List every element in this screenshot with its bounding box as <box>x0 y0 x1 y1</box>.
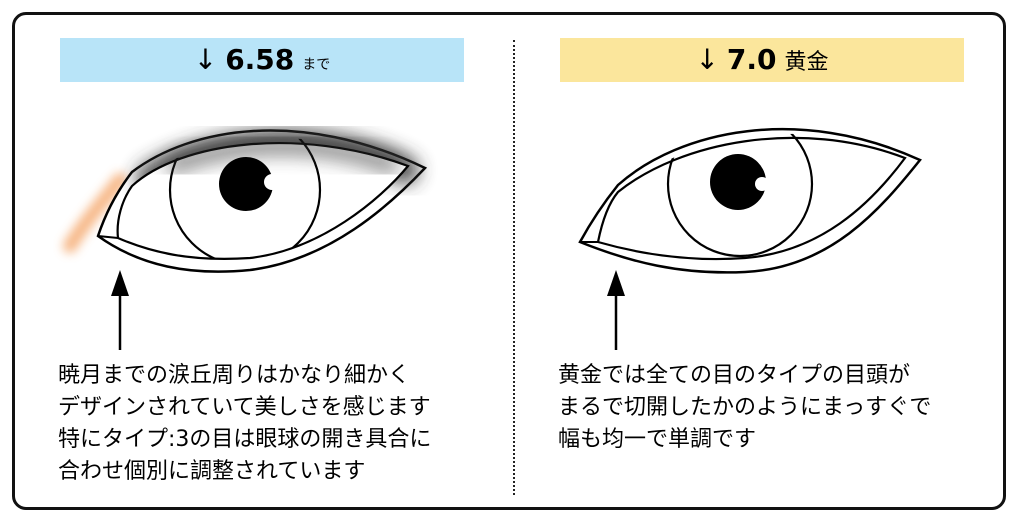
left-pupil <box>219 157 273 211</box>
right-pupil <box>710 154 766 210</box>
pointer-arrow-right <box>607 270 625 350</box>
version-suffix-left: まで <box>302 57 331 73</box>
pointer-arrow-left <box>111 270 129 350</box>
down-arrow-icon: ↓ <box>695 43 719 76</box>
version-suffix-right: 黄金 <box>784 50 829 75</box>
description-line: 特にタイプ:3の目は眼球の開き具合に <box>58 427 432 452</box>
right-eye-illustration <box>578 128 922 274</box>
dotted-divider <box>513 40 515 495</box>
description-line: デザインされていて美しさを感じます <box>58 395 431 420</box>
version-value-left: 6.58 <box>225 43 295 76</box>
description-line: 合わせ個別に調整されています <box>58 459 366 484</box>
description-line: 幅も均一で単調です <box>558 427 757 452</box>
banner-right: ↓ 7.0 黄金 <box>560 38 964 82</box>
left-iris <box>168 138 322 259</box>
tear-duct-tint <box>63 173 127 253</box>
description-line: まるで切開したかのようにまっすぐで <box>558 395 932 420</box>
down-arrow-icon: ↓ <box>193 43 218 76</box>
description-line: 黄金では全ての目のタイプの目頭が <box>558 363 911 388</box>
version-value-right: 7.0 <box>726 43 777 76</box>
right-highlight <box>755 177 769 191</box>
description-line: 暁月までの涙丘周りはかなり細かく <box>58 363 411 388</box>
left-highlight <box>264 174 280 190</box>
description-left: 暁月までの涙丘周りはかなり細かくデザインされていて美しさを感じます特にタイプ:3… <box>58 360 431 488</box>
right-iris <box>666 133 814 258</box>
banner-left: ↓ 6.58 まで <box>60 38 464 82</box>
description-right: 黄金では全ての目のタイプの目頭がまるで切開したかのようにまっすぐで幅も均一で単調… <box>558 360 931 456</box>
left-eye-illustration <box>63 129 428 273</box>
